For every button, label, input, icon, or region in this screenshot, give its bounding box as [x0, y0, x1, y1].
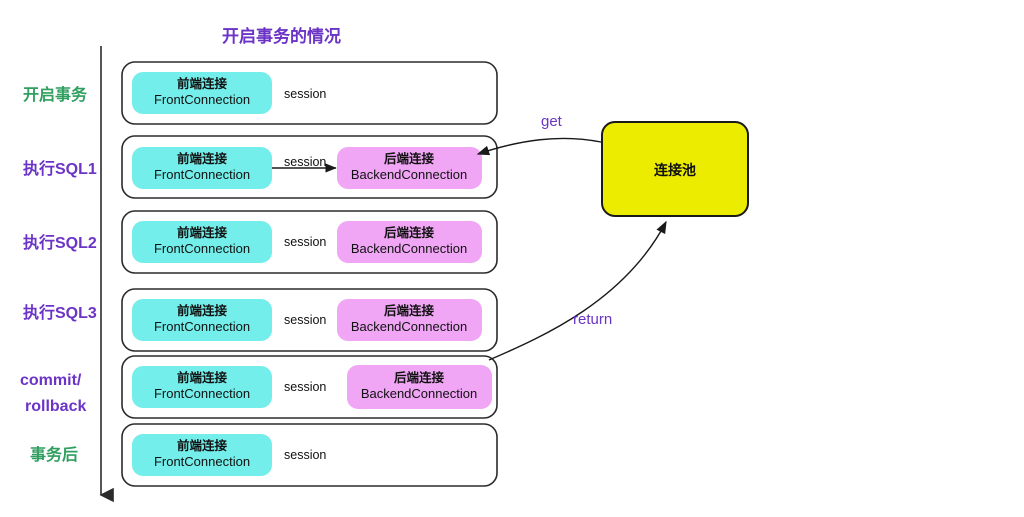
- row-sql3: 前端连接 FrontConnection 后端连接 BackendConnect…: [121, 288, 498, 352]
- connection-pool-label: 连接池: [654, 162, 696, 178]
- session-label: session: [284, 155, 326, 169]
- backend-connection-en: BackendConnection: [351, 167, 467, 182]
- row-sql1: 前端连接 FrontConnection 后端连接 BackendConnect…: [121, 135, 498, 199]
- session-label: session: [284, 448, 326, 462]
- backend-connection-cn: 后端连接: [384, 225, 435, 240]
- return-arrow: [488, 220, 667, 361]
- backend-connection-box: [337, 299, 482, 341]
- front-connection-en: FrontConnection: [154, 241, 250, 256]
- front-connection-cn: 前端连接: [177, 151, 228, 166]
- front-connection-cn: 前端连接: [177, 76, 228, 91]
- front-connection-cn: 前端连接: [177, 225, 228, 240]
- front-connection-cn: 前端连接: [177, 438, 228, 453]
- backend-connection-en: BackendConnection: [361, 386, 477, 401]
- session-label: session: [284, 235, 326, 249]
- stage-label-start-transaction: 开启事务: [23, 85, 88, 104]
- front-connection-box: [132, 434, 272, 476]
- row-commit-rollback: 前端连接 FrontConnection 后端连接 BackendConnect…: [121, 355, 498, 419]
- connection-pool-box: [601, 121, 749, 217]
- get-arrow-label: get: [541, 113, 563, 130]
- front-connection-en: FrontConnection: [154, 386, 250, 401]
- stage-label-after-transaction: 事务后: [30, 445, 78, 464]
- front-connection-en: FrontConnection: [154, 319, 250, 334]
- backend-connection-cn: 后端连接: [394, 370, 445, 385]
- front-connection-box: [132, 221, 272, 263]
- backend-connection-en: BackendConnection: [351, 319, 467, 334]
- front-connection-en: FrontConnection: [154, 167, 250, 182]
- diagram-title: 开启事务的情况: [222, 26, 341, 46]
- stage-label-sql1: 执行SQL1: [23, 159, 97, 178]
- stage-label-commit: commit/: [20, 372, 82, 389]
- backend-connection-box: [337, 221, 482, 263]
- backend-connection-box: [347, 365, 492, 409]
- connection-pool: 连接池: [601, 121, 749, 217]
- stage-label-rollback: rollback: [25, 398, 86, 415]
- backend-connection-cn: 后端连接: [384, 151, 435, 166]
- front-connection-cn: 前端连接: [177, 370, 228, 385]
- backend-connection-box: [337, 147, 482, 189]
- front-connection-box: [132, 299, 272, 341]
- row-after-transaction: 前端连接 FrontConnection session: [121, 423, 498, 487]
- front-connection-box: [132, 147, 272, 189]
- backend-connection-en: BackendConnection: [351, 241, 467, 256]
- session-label: session: [284, 313, 326, 327]
- front-connection-box: [132, 366, 272, 408]
- row-start-transaction: 前端连接 FrontConnection session: [121, 61, 498, 125]
- session-label: session: [284, 380, 326, 394]
- return-arrow-label: return: [573, 311, 612, 328]
- backend-connection-cn: 后端连接: [384, 303, 435, 318]
- stage-label-sql3: 执行SQL3: [23, 303, 97, 322]
- front-connection-en: FrontConnection: [154, 92, 250, 107]
- get-arrow: [476, 137, 602, 156]
- row-sql2: 前端连接 FrontConnection 后端连接 BackendConnect…: [121, 210, 498, 274]
- front-connection-en: FrontConnection: [154, 454, 250, 469]
- front-connection-cn: 前端连接: [177, 303, 228, 318]
- stage-label-sql2: 执行SQL2: [23, 233, 97, 252]
- session-label: session: [284, 87, 326, 101]
- front-connection-box: [132, 72, 272, 114]
